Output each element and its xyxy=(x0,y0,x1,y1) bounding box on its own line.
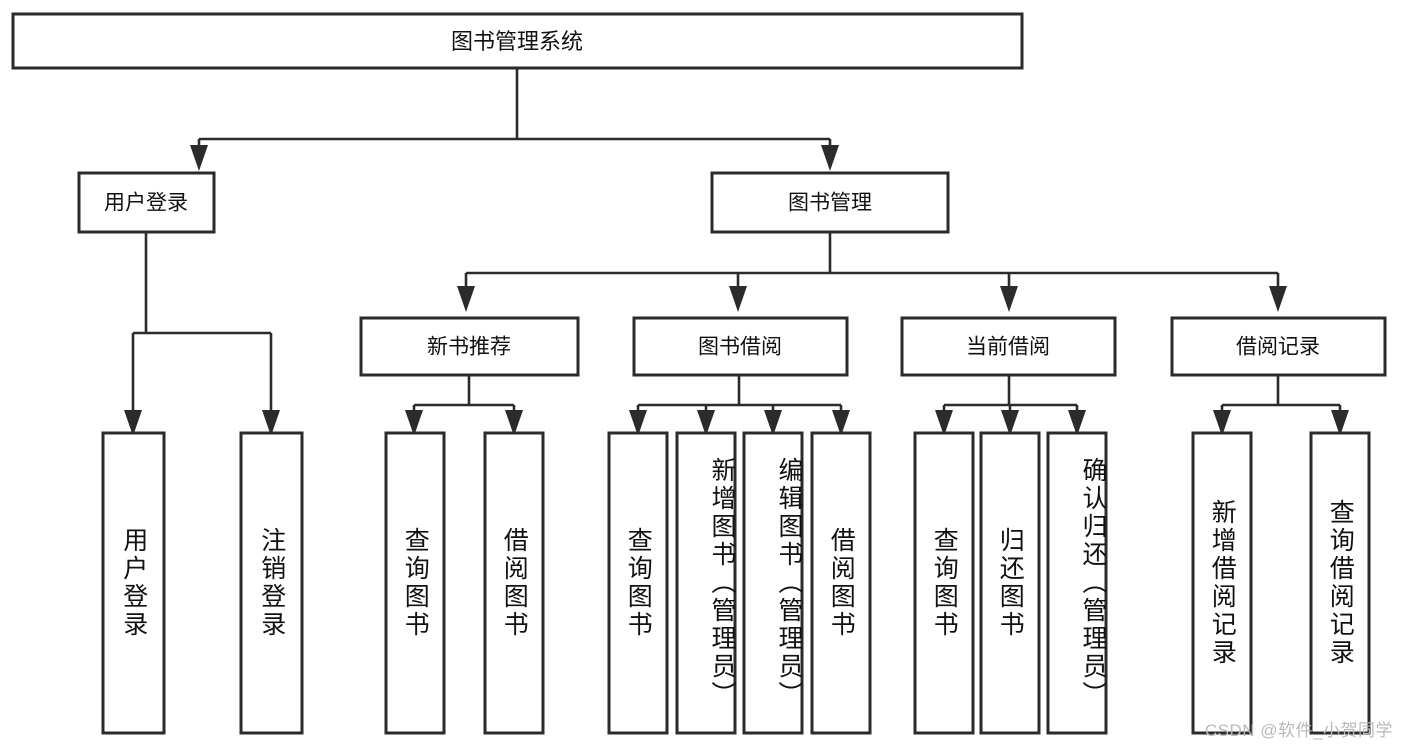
node-root-label: 图书管理系统 xyxy=(451,29,583,54)
leaf-bookborrow-borrow[interactable] xyxy=(810,431,872,735)
node-root[interactable]: 图书管理系统 xyxy=(11,12,1024,70)
leaf-user-login-login[interactable] xyxy=(101,431,166,735)
node-book-borrow-label: 图书借阅 xyxy=(698,336,782,359)
node-user-login[interactable]: 用户登录 xyxy=(77,171,216,234)
node-user-login-label: 用户登录 xyxy=(104,192,188,215)
connector-borrowrecord-to-leaves xyxy=(1213,375,1349,436)
leaf-bookborrow-edit[interactable] xyxy=(742,431,804,735)
node-borrow-record-label: 借阅记录 xyxy=(1236,336,1320,359)
leaf-bookborrow-query[interactable] xyxy=(607,431,669,735)
connector-newbook-to-leaves xyxy=(405,375,523,436)
leaf-currentborrow-return[interactable] xyxy=(979,431,1041,735)
leaf-newbook-borrow[interactable] xyxy=(483,431,545,735)
leaf-bookborrow-add[interactable] xyxy=(675,431,737,735)
watermark: CSDN @软件_小贺同学 xyxy=(1204,721,1393,740)
connector-root-to-level2 xyxy=(190,68,839,171)
connector-bookborrow-to-leaves xyxy=(629,375,850,436)
node-current-borrow[interactable]: 当前借阅 xyxy=(900,316,1117,377)
leaf-user-login-logout[interactable] xyxy=(239,431,304,735)
node-new-book-recommend[interactable]: 新书推荐 xyxy=(359,316,580,377)
node-book-management-label: 图书管理 xyxy=(788,192,872,215)
leaf-currentborrow-confirm[interactable] xyxy=(1046,431,1108,735)
connector-bookmgmt-to-level3 xyxy=(457,232,1287,312)
node-new-book-recommend-label: 新书推荐 xyxy=(427,336,511,359)
node-book-borrow[interactable]: 图书借阅 xyxy=(632,316,849,377)
connector-userlogin-to-leaves xyxy=(124,232,280,436)
leaf-newbook-query[interactable] xyxy=(384,431,446,735)
leaf-currentborrow-query[interactable] xyxy=(913,431,975,735)
node-book-management[interactable]: 图书管理 xyxy=(710,171,950,234)
connector-currentborrow-to-leaves xyxy=(935,375,1086,436)
node-borrow-record[interactable]: 借阅记录 xyxy=(1170,316,1387,377)
node-current-borrow-label: 当前借阅 xyxy=(966,336,1050,359)
leaf-borrowrecord-query[interactable] xyxy=(1309,431,1371,735)
leaf-borrowrecord-add[interactable] xyxy=(1191,431,1253,735)
